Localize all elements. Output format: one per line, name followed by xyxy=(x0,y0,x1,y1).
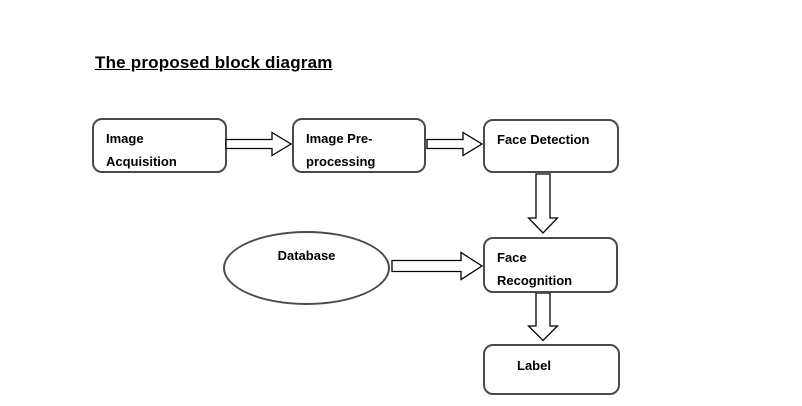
node-label-line: Recognition xyxy=(497,273,573,288)
node-label-line: Face Detection xyxy=(497,132,590,147)
node-face-recognition: Face Recognition xyxy=(483,237,618,293)
node-label-line: processing xyxy=(306,154,376,169)
arrow-recognition-to-label-icon xyxy=(527,293,559,342)
arrow-preprocessing-to-detection-icon xyxy=(426,131,484,157)
node-label-line: Face xyxy=(497,250,527,265)
node-face-detection: Face Detection xyxy=(483,119,619,173)
node-image-acquisition: Image Acquisition xyxy=(92,118,227,173)
arrow-database-to-recognition-icon xyxy=(391,251,484,281)
node-label: Label xyxy=(483,344,620,395)
arrow-detection-to-recognition-icon xyxy=(527,173,559,235)
node-label-line: Image Pre- xyxy=(306,131,373,146)
arrow-acquisition-to-preprocessing-icon xyxy=(225,131,293,157)
node-label-line: Database xyxy=(277,248,336,263)
node-image-preprocessing: Image Pre- processing xyxy=(292,118,426,173)
node-label-line: Image xyxy=(106,131,144,146)
node-label-line: Acquisition xyxy=(106,154,177,169)
node-label-line: Label xyxy=(517,358,551,373)
node-database: Database xyxy=(223,231,390,305)
diagram-title: The proposed block diagram xyxy=(95,53,333,72)
